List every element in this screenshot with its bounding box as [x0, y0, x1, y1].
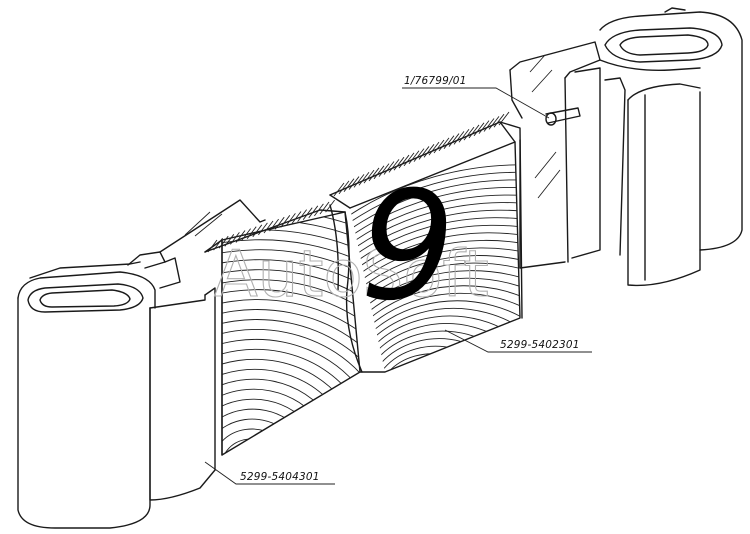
part-number-label-top: 1/76799/01 — [404, 75, 467, 87]
pin-fitting — [545, 107, 581, 126]
left-post — [17, 199, 266, 529]
part-number-label-right: 5299-5402301 — [500, 339, 580, 351]
right-board-grain — [350, 164, 520, 372]
callout-top: 1/76799/01 — [402, 75, 550, 119]
callout-left: 5299-5404301 — [204, 461, 335, 485]
right-post — [509, 7, 743, 287]
figure-number: 9 — [360, 160, 455, 334]
right-board — [329, 111, 523, 373]
part-number-label-left: 5299-5404301 — [240, 471, 320, 483]
callout-right: 5299-5402301 — [444, 329, 592, 353]
watermark-text: AutoSoft — [214, 238, 489, 312]
